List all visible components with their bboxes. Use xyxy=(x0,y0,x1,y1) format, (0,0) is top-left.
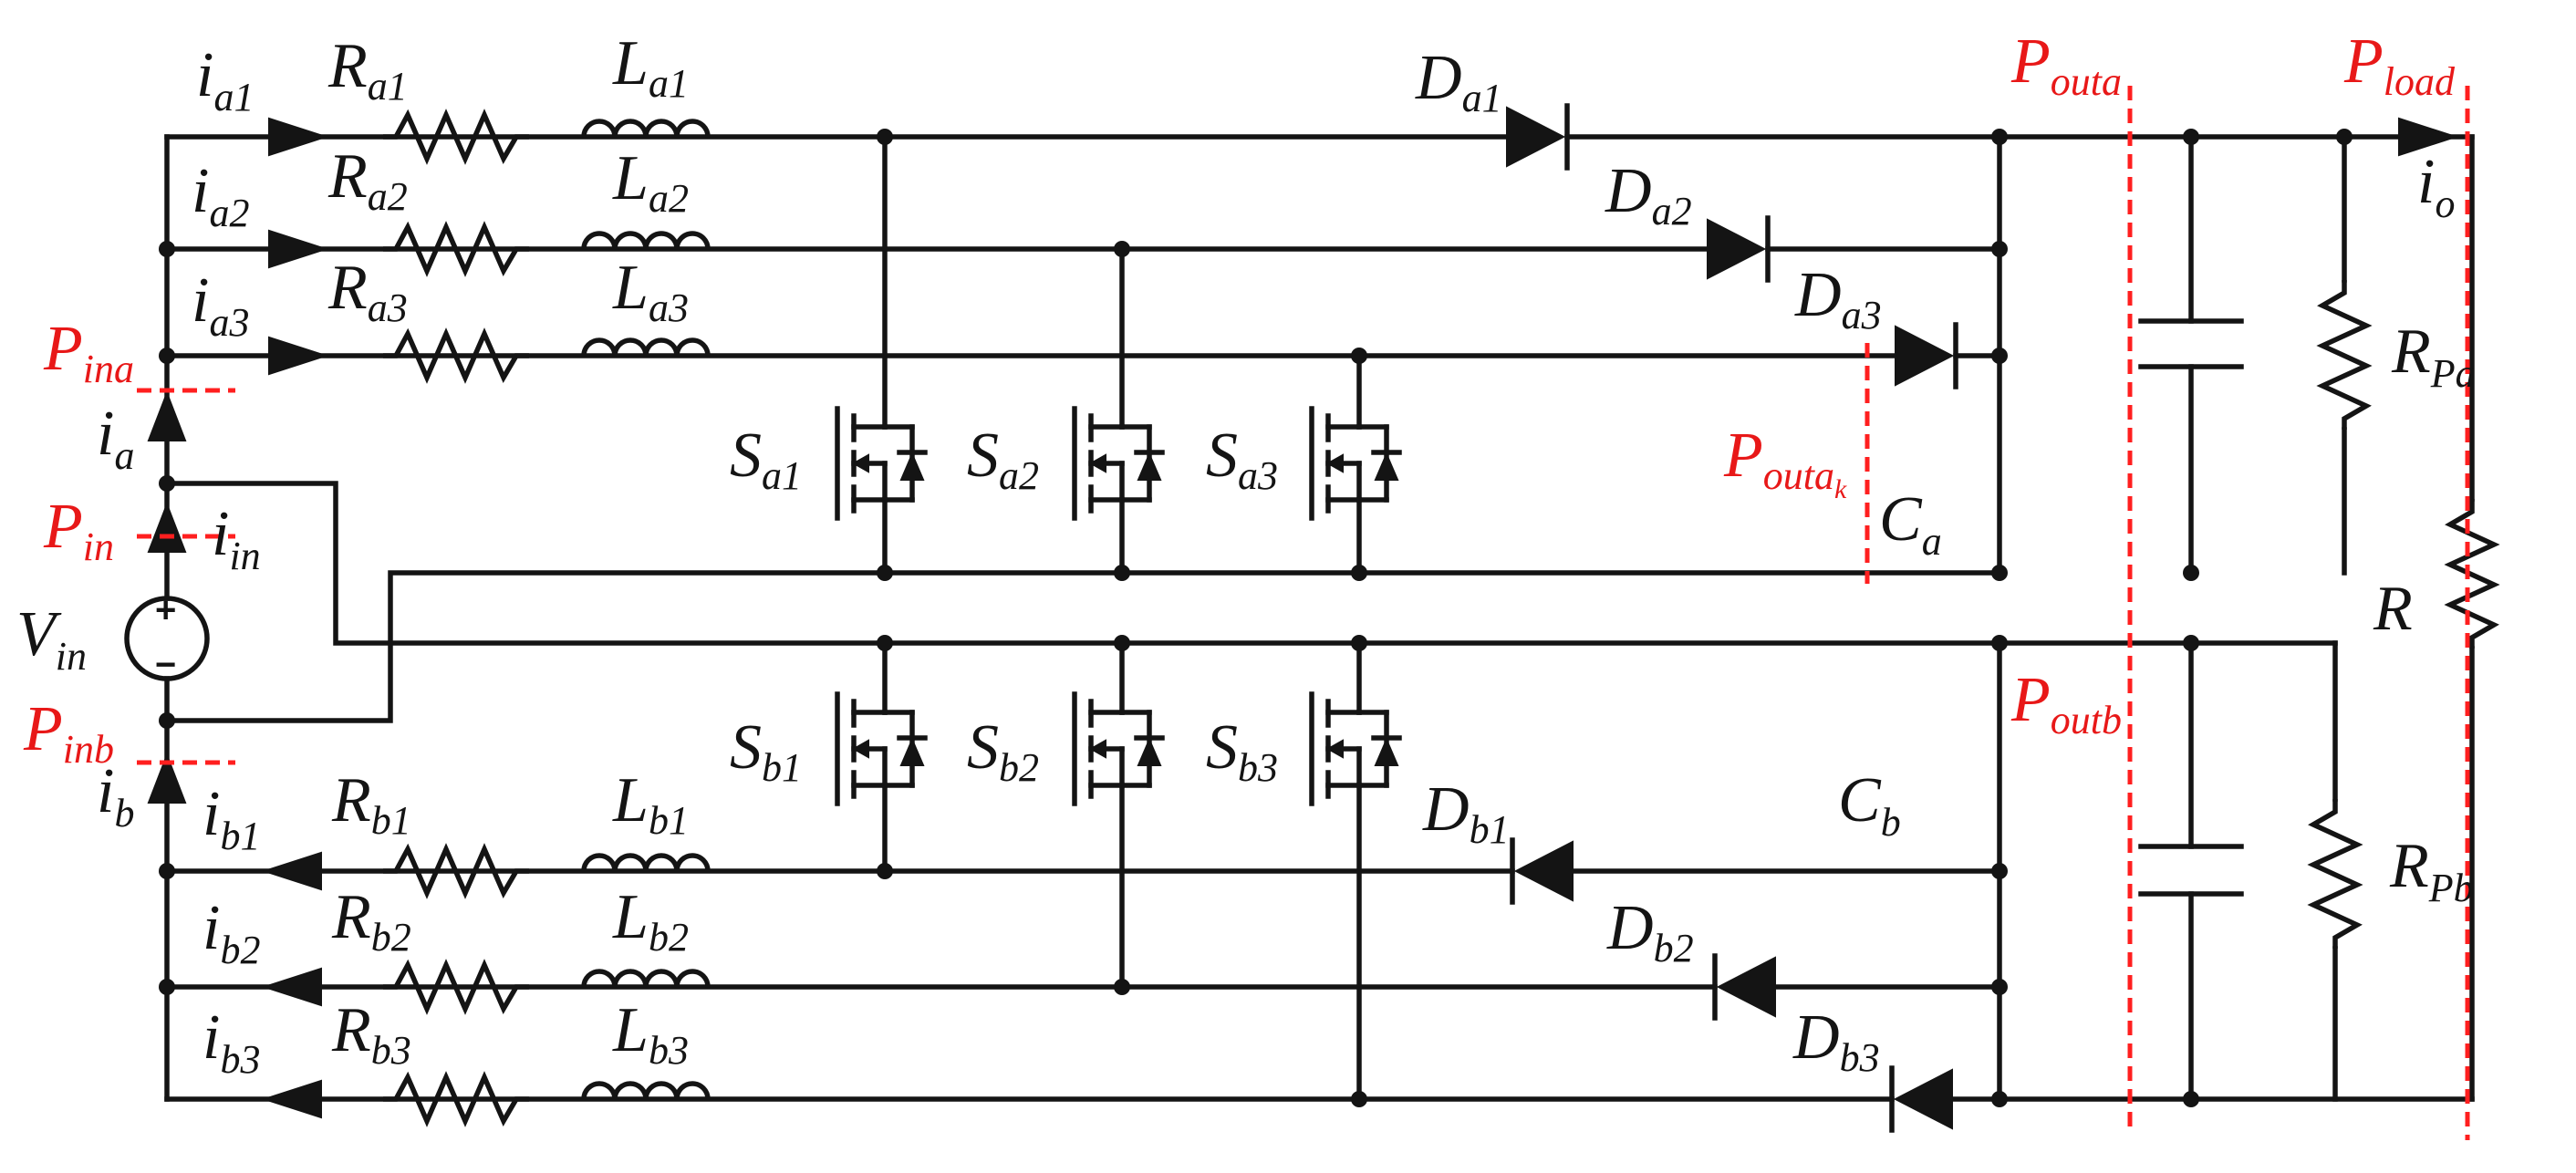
label-sa2: Sa2 xyxy=(967,420,1039,498)
label-sb2: Sb2 xyxy=(967,712,1039,790)
label-ib1: ib1 xyxy=(203,779,260,858)
label-da2: Da2 xyxy=(1605,156,1692,234)
current-arrows xyxy=(148,118,2457,1118)
label-poutak: Poutak xyxy=(1723,420,1847,504)
label-db2: Db2 xyxy=(1606,893,1694,971)
plus-sign: + xyxy=(155,590,176,630)
phase-a-resistors xyxy=(383,115,529,378)
wiring xyxy=(164,134,2475,1102)
label-sa3: Sa3 xyxy=(1206,420,1278,498)
label-ia1: ia1 xyxy=(196,40,254,119)
capacitor-a xyxy=(2138,318,2244,369)
load-resistor xyxy=(2450,499,2494,649)
label-ia3: ia3 xyxy=(192,265,249,345)
label-poutb: Poutb xyxy=(2010,665,2122,742)
label-da3: Da3 xyxy=(1794,260,1882,337)
label-sb1: Sb1 xyxy=(730,712,802,790)
label-iin: iin xyxy=(212,499,261,578)
power-measurement-cuts xyxy=(137,86,2470,1140)
label-ra3: Ra3 xyxy=(327,253,408,330)
label-sa1: Sa1 xyxy=(730,420,802,498)
resistor-rpb xyxy=(2313,799,2357,949)
phase-b-switches xyxy=(837,694,1399,804)
label-la1: La1 xyxy=(612,28,689,106)
label-rb2: Rb2 xyxy=(331,882,411,960)
label-ib: ib xyxy=(97,756,134,836)
label-ia: ia xyxy=(97,399,134,478)
minus-sign: − xyxy=(155,645,176,685)
label-lb3: Lb3 xyxy=(612,995,689,1073)
label-db1: Db1 xyxy=(1422,774,1510,852)
label-rb1: Rb1 xyxy=(331,765,411,843)
label-pin: Pin xyxy=(43,492,114,569)
resistor-rpa xyxy=(2322,280,2366,430)
label-ib3: ib3 xyxy=(203,1002,260,1082)
label-db3: Db3 xyxy=(1792,1002,1880,1080)
label-la3: La3 xyxy=(612,253,689,330)
label-rpa: RPa xyxy=(2391,317,2476,396)
label-lb2: Lb2 xyxy=(612,882,689,960)
label-la2: La2 xyxy=(612,143,689,221)
label-pina: Pina xyxy=(43,314,134,391)
junction-dots xyxy=(159,129,2353,1107)
label-ra2: Ra2 xyxy=(327,141,408,219)
capacitor-b xyxy=(2138,844,2244,897)
label-pinb: Pinb xyxy=(23,694,114,772)
label-ra1: Ra1 xyxy=(327,31,408,109)
phase-a-diodes xyxy=(1507,106,1956,387)
label-ca: Ca xyxy=(1879,484,1942,564)
label-vin: Vin xyxy=(16,599,87,679)
label-lb1: Lb1 xyxy=(612,765,689,843)
label-rb3: Rb3 xyxy=(331,995,411,1073)
label-cb: Cb xyxy=(1838,765,1901,845)
label-ia2: ia2 xyxy=(192,156,249,235)
label-rpb: RPb xyxy=(2389,831,2474,910)
label-da1: Da1 xyxy=(1415,43,1502,120)
label-ib2: ib2 xyxy=(203,893,260,972)
label-pouta: Pouta xyxy=(2010,26,2122,104)
phase-a-switches xyxy=(837,409,1399,518)
input-voltage-source: + − xyxy=(124,590,210,685)
label-pload: Pload xyxy=(2343,26,2456,104)
label-sb3: Sb3 xyxy=(1206,712,1278,790)
label-load-r: R xyxy=(2373,574,2413,644)
label-io: io xyxy=(2417,147,2455,226)
